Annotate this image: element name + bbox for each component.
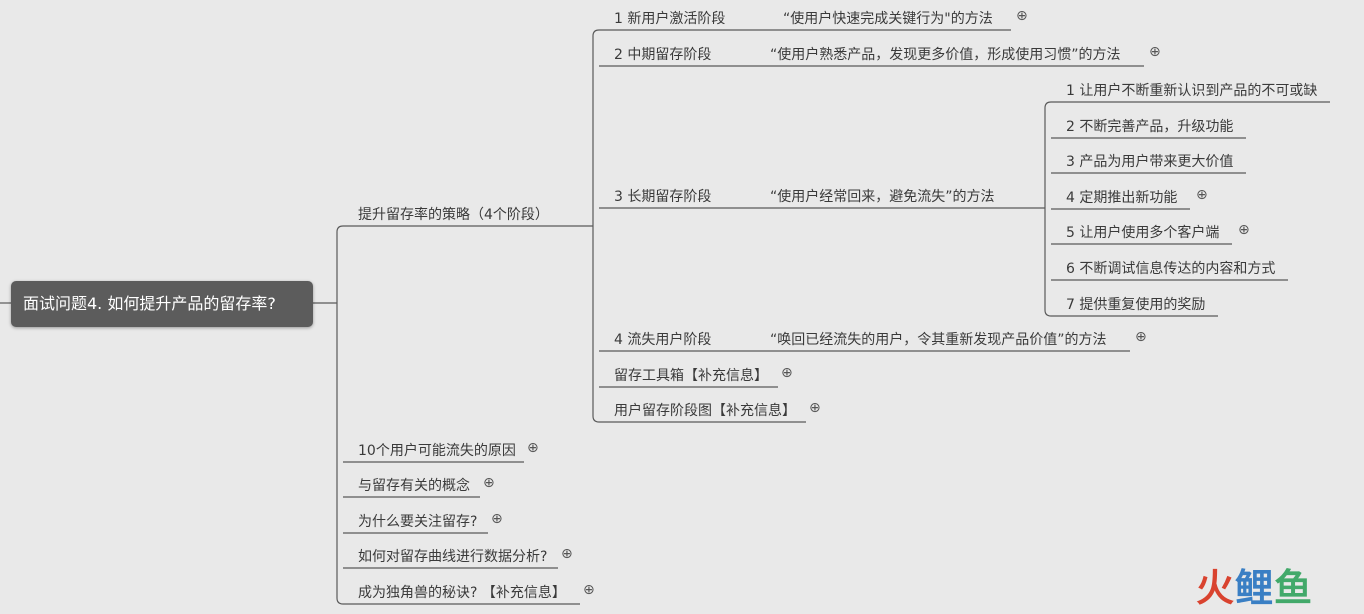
- stage-bracket-join: [592, 29, 600, 37]
- watermark-part-3: 鱼: [1274, 566, 1314, 610]
- long-term-method[interactable]: 5 让用户使用多个客户端: [1066, 225, 1220, 241]
- expand-icon[interactable]: ⊕: [561, 546, 573, 562]
- long-term-bracket-join: [1044, 101, 1052, 109]
- level1-bracket-join: [336, 597, 344, 605]
- level1-topic[interactable]: 与留存有关的概念: [358, 478, 470, 494]
- long-term-method[interactable]: 2 不断完善产品，升级功能: [1066, 119, 1234, 135]
- stage-method[interactable]: “使用户快速完成关键行为"的方法: [783, 11, 993, 27]
- long-term-method[interactable]: 1 让用户不断重新认识到产品的不可或缺: [1066, 83, 1318, 99]
- long-term-method[interactable]: 4 定期推出新功能: [1066, 190, 1178, 206]
- watermark-logo: 火鲤鱼: [1196, 566, 1313, 610]
- expand-icon[interactable]: ⊕: [583, 582, 595, 598]
- expand-icon[interactable]: ⊕: [809, 400, 821, 416]
- long-term-bracket-join: [1044, 309, 1052, 317]
- level1-bracket-join: [336, 225, 344, 233]
- level1-topic[interactable]: 为什么要关注留存?: [358, 514, 478, 530]
- expand-icon[interactable]: ⊕: [1196, 187, 1208, 203]
- watermark-part-2: 鲤: [1235, 566, 1275, 610]
- long-term-method[interactable]: 7 提供重复使用的奖励: [1066, 297, 1206, 313]
- stage-method[interactable]: “唤回已经流失的用户，令其重新发现产品价值”的方法: [770, 332, 1107, 348]
- level1-topic[interactable]: 成为独角兽的秘诀? 【补充信息】: [358, 585, 566, 601]
- expand-icon[interactable]: ⊕: [781, 365, 793, 381]
- stage-topic[interactable]: 留存工具箱【补充信息】: [614, 368, 768, 384]
- expand-icon[interactable]: ⊕: [483, 475, 495, 491]
- long-term-method[interactable]: 6 不断调试信息传达的内容和方式: [1066, 261, 1276, 277]
- expand-icon[interactable]: ⊕: [1238, 222, 1250, 238]
- expand-icon[interactable]: ⊕: [527, 440, 539, 456]
- level1-topic[interactable]: 提升留存率的策略（4个阶段）: [358, 207, 549, 223]
- stage-topic[interactable]: 2 中期留存阶段: [614, 47, 712, 63]
- long-term-method[interactable]: 3 产品为用户带来更大价值: [1066, 154, 1234, 170]
- level1-topic[interactable]: 10个用户可能流失的原因: [358, 443, 516, 459]
- stage-topic[interactable]: 3 长期留存阶段: [614, 189, 712, 205]
- watermark-part-1: 火: [1196, 566, 1236, 610]
- expand-icon[interactable]: ⊕: [1135, 329, 1147, 345]
- expand-icon[interactable]: ⊕: [1016, 8, 1028, 24]
- expand-icon[interactable]: ⊕: [491, 511, 503, 527]
- stage-topic[interactable]: 用户留存阶段图【补充信息】: [614, 403, 796, 419]
- stage-topic[interactable]: 4 流失用户阶段: [614, 332, 712, 348]
- stage-method[interactable]: “使用户熟悉产品，发现更多价值，形成使用习惯”的方法: [770, 47, 1121, 63]
- root-topic[interactable]: 面试问题4. 如何提升产品的留存率?: [11, 281, 313, 327]
- stage-method[interactable]: “使用户经常回来，避免流失”的方法: [770, 189, 995, 205]
- stage-topic[interactable]: 1 新用户激活阶段: [614, 11, 726, 27]
- stage-bracket-join: [592, 415, 600, 423]
- expand-icon[interactable]: ⊕: [1149, 44, 1161, 60]
- level1-topic[interactable]: 如何对留存曲线进行数据分析?: [358, 549, 548, 565]
